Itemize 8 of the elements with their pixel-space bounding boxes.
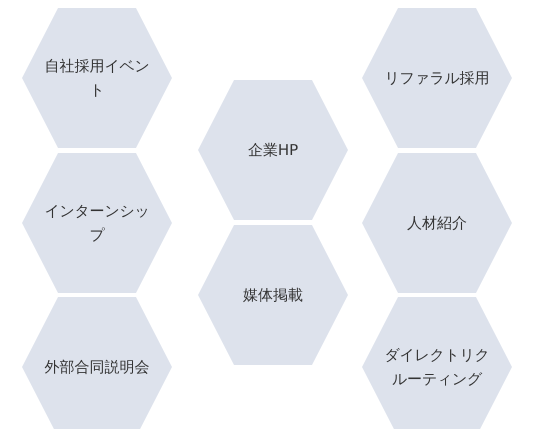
- tile-label: インターンシップ: [44, 201, 150, 246]
- tile-label: 企業HP: [248, 140, 298, 161]
- tile-label: 媒体掲載: [243, 285, 303, 306]
- tile-label: 自社採用イベント: [44, 56, 150, 101]
- tile-label: 人材紹介: [407, 213, 467, 234]
- tile-label: リファラル採用: [384, 68, 490, 89]
- tile-label: 外部合同説明会: [44, 357, 150, 378]
- tile-label: ダイレクトリクルーティング: [384, 345, 490, 390]
